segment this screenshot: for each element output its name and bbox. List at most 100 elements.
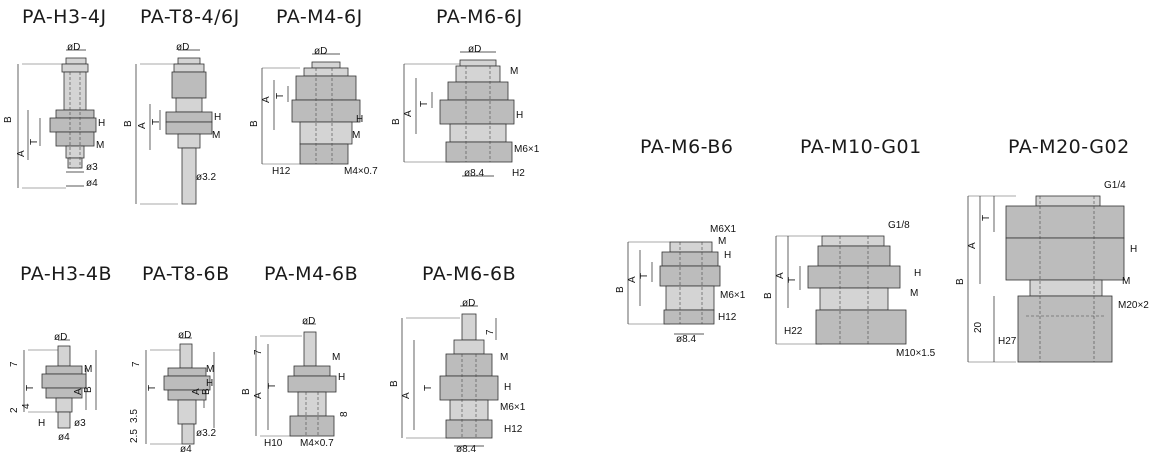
title-pa-h3-4b: PA-H3-4B (20, 263, 113, 285)
label: H12 (718, 312, 737, 323)
label: T (29, 139, 40, 145)
label: 3.5 (129, 409, 140, 423)
label: H10 (264, 438, 283, 449)
label: G1/4 (1104, 180, 1126, 191)
label: B (241, 388, 252, 395)
label: T (423, 385, 434, 391)
drawing-pa-h3-4j (17, 49, 97, 189)
label: T (639, 273, 650, 279)
label: A (137, 122, 148, 129)
label: M10×1.5 (896, 348, 936, 359)
label: ø4 (86, 178, 98, 189)
labels-pa-m4-6j: øD B A H T M H12 M4×0.7 (249, 46, 378, 177)
label: M (510, 66, 518, 77)
label: M (96, 140, 104, 151)
label: øD (178, 330, 191, 341)
label: M (500, 352, 508, 363)
label: A (775, 272, 786, 279)
label: øD (176, 42, 189, 53)
drawing-pa-m20-g02 (967, 195, 1125, 363)
label: B (763, 292, 774, 299)
label: A (627, 276, 638, 283)
label: øD (314, 46, 327, 57)
title-pa-m6-6b: PA-M6-6B (422, 263, 517, 285)
label: 7 (9, 361, 20, 367)
drawing-pa-m10-g01 (775, 235, 907, 345)
label: H (338, 372, 345, 383)
label: A (253, 392, 264, 399)
label: H (724, 250, 731, 261)
label: B (83, 386, 94, 393)
label: øD (302, 316, 315, 327)
label: T (275, 93, 286, 99)
title-pa-m4-6b: PA-M4-6B (264, 263, 359, 285)
label: M (352, 130, 360, 141)
labels-pa-m10-g01: G1/8 B A T H M H22 M10×1.5 (763, 220, 936, 359)
label: øD (67, 42, 80, 53)
title-pa-m10-g01: PA-M10-G01 (800, 136, 922, 158)
label: M4×0.7 (300, 438, 334, 449)
label: H (504, 382, 511, 393)
label: 2 (9, 407, 20, 413)
labels-pa-h3-4j: øD B A H T M ø3 ø4 (3, 42, 105, 189)
label: T (151, 119, 162, 125)
label: H12 (504, 424, 523, 435)
label: ø4 (58, 432, 70, 443)
label: M (910, 288, 918, 299)
label: H (516, 110, 523, 121)
label: M6×1 (500, 402, 526, 413)
drawing-pa-t8-6b (145, 337, 215, 445)
drawing-pa-m4-6j (261, 53, 361, 165)
title-pa-t8-6b: PA-T8-6B (142, 263, 230, 285)
label: M (718, 236, 726, 247)
label: A (261, 96, 272, 103)
label: H (1130, 244, 1137, 255)
label: M6×1 (514, 144, 540, 155)
labels-pa-t8-4-6j: øD B A H T M ø3.2 (123, 42, 221, 183)
label: øD (468, 44, 481, 55)
label: øD (54, 332, 67, 343)
title-pa-m6-b6: PA-M6-B6 (640, 136, 734, 158)
label: ø3 (86, 162, 98, 173)
label: H (214, 112, 221, 123)
label: M (84, 364, 92, 375)
labels-pa-m20-g02: G1/4 T A H M B 20 M20×2 H27 (955, 180, 1149, 347)
labels-pa-m6-6j: øD M B A T H M6×1 ø8.4 H2 (391, 44, 540, 179)
title-pa-m6-6j: PA-M6-6J (436, 6, 523, 28)
label: T (419, 101, 430, 107)
label: B (201, 388, 212, 395)
label: 4 (21, 403, 32, 409)
label: ø3.2 (196, 428, 216, 439)
label: 7 (131, 361, 142, 367)
title-pa-t8-4-6j: PA-T8-4/6J (140, 6, 240, 28)
label: B (123, 120, 134, 127)
drawing-pa-t8-4-6j (135, 49, 213, 205)
label: H12 (272, 166, 291, 177)
label: H (356, 114, 363, 125)
label: ø4 (180, 444, 192, 454)
label: ø8.4 (464, 168, 484, 179)
label: M (1122, 276, 1130, 287)
label: H (914, 268, 921, 279)
title-pa-h3-4j: PA-H3-4J (22, 6, 107, 28)
label: B (389, 380, 400, 387)
label: A (403, 110, 414, 117)
labels-pa-m6-6b: øD 7 M B A T H M6×1 H12 ø8.4 (389, 298, 526, 454)
label: T (787, 277, 798, 283)
label: H (98, 118, 105, 129)
labels-pa-m4-6b: øD 7 M T H B A 8 H10 M4×0.7 (241, 316, 350, 449)
label: M (212, 130, 220, 141)
label: T (147, 385, 158, 391)
label: A (401, 392, 412, 399)
drawing-pa-m4-6b (255, 323, 337, 437)
label: H (206, 378, 213, 389)
label: B (615, 286, 626, 293)
label: H (38, 418, 45, 429)
label: T (981, 215, 992, 221)
label: G1/8 (888, 220, 910, 231)
label: A (16, 150, 27, 157)
label: ø3 (74, 418, 86, 429)
label: M (206, 364, 214, 375)
labels-pa-m6-b6: M6X1 M H B A T M6×1 H12 ø8.4 (615, 224, 746, 345)
